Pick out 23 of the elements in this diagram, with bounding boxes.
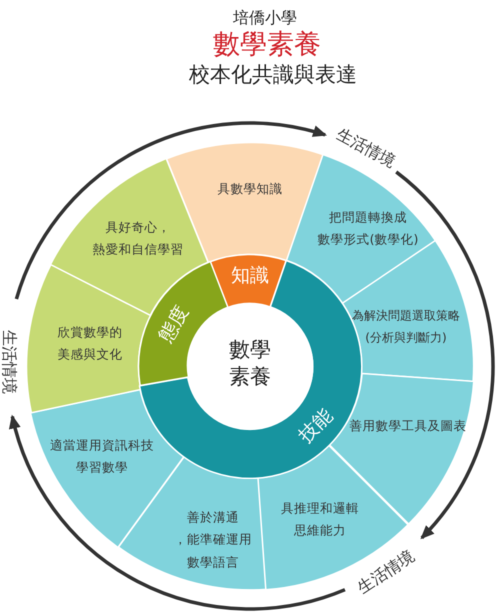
school-name: 培僑小學	[233, 9, 297, 27]
segment-label: 欣賞數學的美感與文化	[58, 323, 122, 364]
segment-label: 具推理和邏輯思維能力	[280, 499, 359, 540]
page-title: 數學素養	[213, 30, 321, 60]
outer-segment	[24, 262, 152, 414]
segment-label: 為解決問題選取策略(分析與判斷力)	[352, 307, 460, 346]
segment-label: 具數學知識	[217, 180, 282, 198]
segment-label: 善於溝通，能準確運用數學語言	[174, 508, 252, 572]
arc-label: 生活情境	[334, 125, 398, 171]
arc-label: 生活情境	[0, 330, 18, 394]
center-label: 數學素養	[229, 336, 271, 391]
segment-label: 把問題轉換成數學形式(數學化)	[318, 208, 418, 249]
arc-label: 生活情境	[354, 546, 418, 597]
ring-segment	[136, 260, 229, 387]
category-label: 技能	[294, 404, 338, 448]
segment-label: 善用數學工具及圖表	[349, 416, 466, 435]
segment-label: 具好奇心，熱愛和自信學習	[92, 218, 184, 259]
outer-segment	[116, 455, 268, 592]
subtitle: 校本化共識與表達	[189, 63, 357, 87]
outer-segment	[29, 388, 186, 549]
segment-label: 適當運用資訊科技學習數學	[50, 436, 154, 477]
category-label: 知識	[230, 264, 269, 288]
category-label: 態度	[154, 302, 194, 346]
